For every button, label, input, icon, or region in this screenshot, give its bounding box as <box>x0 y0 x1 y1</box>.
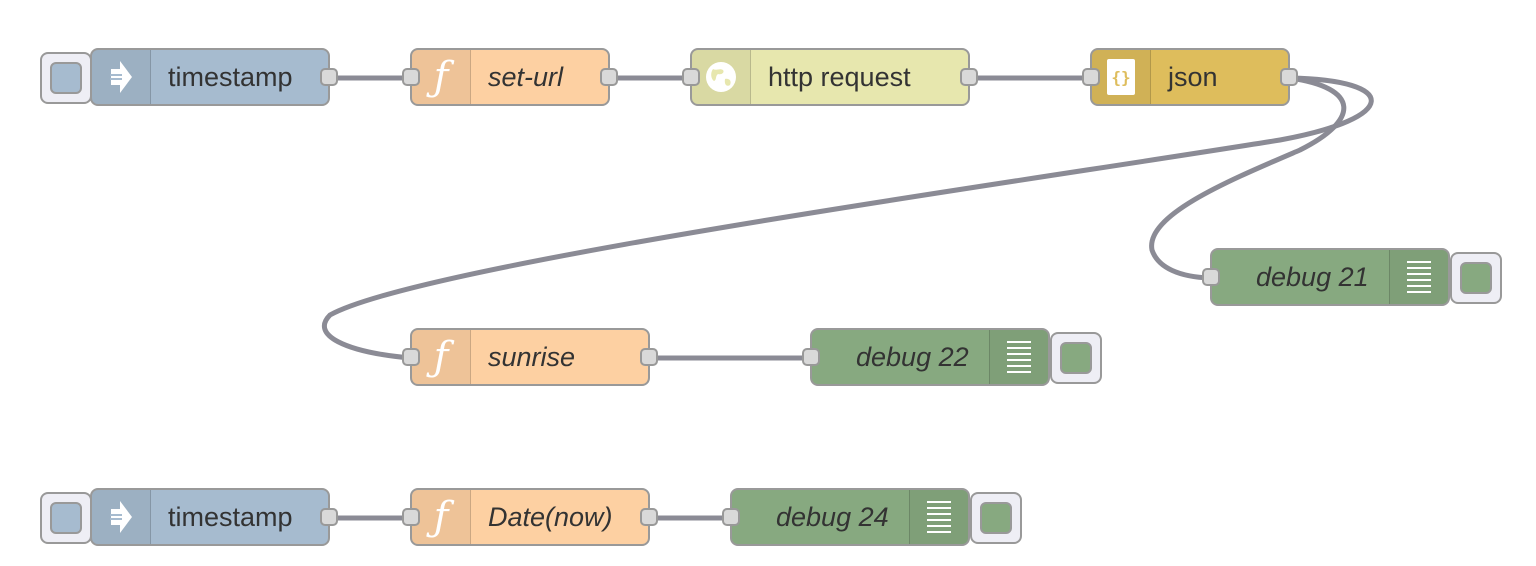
globe-icon <box>692 50 751 104</box>
debug-node-22[interactable]: debug 22 <box>802 328 1050 386</box>
function-icon: ƒ <box>412 490 471 544</box>
node-label: debug 21 <box>1256 261 1369 292</box>
list-icon <box>989 330 1048 384</box>
node-label: Date(now) <box>488 501 613 532</box>
debug-24-toggle-button[interactable] <box>970 492 1022 544</box>
debug-21-toggle-button[interactable] <box>1450 252 1502 304</box>
input-port[interactable] <box>1082 68 1100 86</box>
wire-json-to-debug-21[interactable] <box>1149 75 1347 281</box>
json-braces-icon: {} <box>1092 50 1151 104</box>
output-port[interactable] <box>960 68 978 86</box>
debug-toggle-inner <box>980 502 1012 534</box>
output-port[interactable] <box>640 508 658 526</box>
json-node[interactable]: {} json <box>1082 48 1298 106</box>
node-label: debug 22 <box>856 341 969 372</box>
debug-node-21[interactable]: debug 21 <box>1202 248 1450 306</box>
node-label: timestamp <box>168 61 293 92</box>
http-request-node[interactable]: http request <box>682 48 978 106</box>
output-port[interactable] <box>320 508 338 526</box>
node-label: set-url <box>488 61 564 92</box>
input-port[interactable] <box>802 348 820 366</box>
function-node-sunrise[interactable]: ƒ sunrise <box>402 328 658 386</box>
debug-toggle-inner <box>1060 342 1092 374</box>
node-label: http request <box>768 61 911 92</box>
inject-trigger-inner <box>50 62 82 94</box>
arrow-in-icon <box>92 490 151 544</box>
node-label: sunrise <box>488 341 576 372</box>
node-label: debug 24 <box>776 501 889 532</box>
debug-toggle-inner <box>1460 262 1492 294</box>
output-port[interactable] <box>320 68 338 86</box>
function-icon: ƒ <box>412 330 471 384</box>
input-port[interactable] <box>402 348 420 366</box>
inject-trigger-inner <box>50 502 82 534</box>
arrow-in-icon <box>92 50 151 104</box>
input-port[interactable] <box>722 508 740 526</box>
list-icon <box>1389 250 1448 304</box>
input-port[interactable] <box>402 68 420 86</box>
debug-22-toggle-button[interactable] <box>1050 332 1102 384</box>
node-label: timestamp <box>168 501 293 532</box>
input-port[interactable] <box>682 68 700 86</box>
input-port[interactable] <box>402 508 420 526</box>
output-port[interactable] <box>640 348 658 366</box>
list-icon <box>909 490 968 544</box>
inject-trigger-button[interactable] <box>40 52 92 104</box>
node-label: json <box>1168 61 1218 92</box>
function-node-date-now[interactable]: ƒ Date(now) <box>402 488 658 546</box>
output-port[interactable] <box>600 68 618 86</box>
input-port[interactable] <box>1202 268 1220 286</box>
output-port[interactable] <box>1280 68 1298 86</box>
inject-trigger-button[interactable] <box>40 492 92 544</box>
function-node-set-url[interactable]: ƒ set-url <box>402 48 618 106</box>
function-icon: ƒ <box>412 50 471 104</box>
wire-json-to-sunrise[interactable] <box>321 75 1374 361</box>
inject-node-timestamp-2[interactable]: timestamp <box>90 488 338 546</box>
debug-node-24[interactable]: debug 24 <box>722 488 970 546</box>
inject-node-timestamp[interactable]: timestamp <box>90 48 338 106</box>
